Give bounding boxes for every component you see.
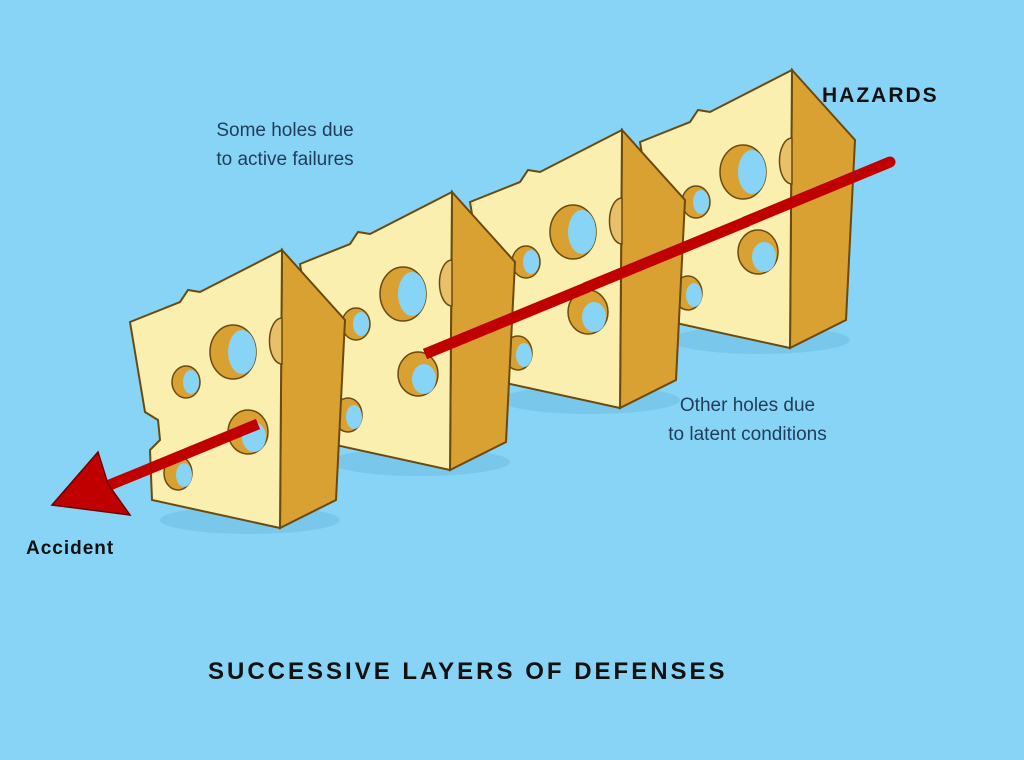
arrowhead-icon: [50, 450, 132, 516]
arrow-segment: [422, 281, 591, 360]
hazards-label: HAZARDS: [822, 84, 939, 107]
arrow-shaft: [97, 418, 261, 495]
diagram-title: SUCCESSIVE LAYERS OF DEFENSES: [208, 658, 728, 685]
label-line: Other holes due: [679, 395, 816, 416]
arrow-segment: [739, 156, 896, 228]
cheese-slice-1: [129, 249, 346, 535]
label-line: Some holes due: [216, 120, 354, 141]
label-line: to latent conditions: [668, 424, 827, 445]
label-line: to active failures: [216, 149, 354, 170]
arrow-segment: [582, 215, 751, 294]
accident-label: Accident: [26, 538, 115, 559]
active-failures-label: Some holes due to active failures: [170, 116, 400, 174]
latent-conditions-label: Other holes due to latent conditions: [630, 391, 865, 449]
